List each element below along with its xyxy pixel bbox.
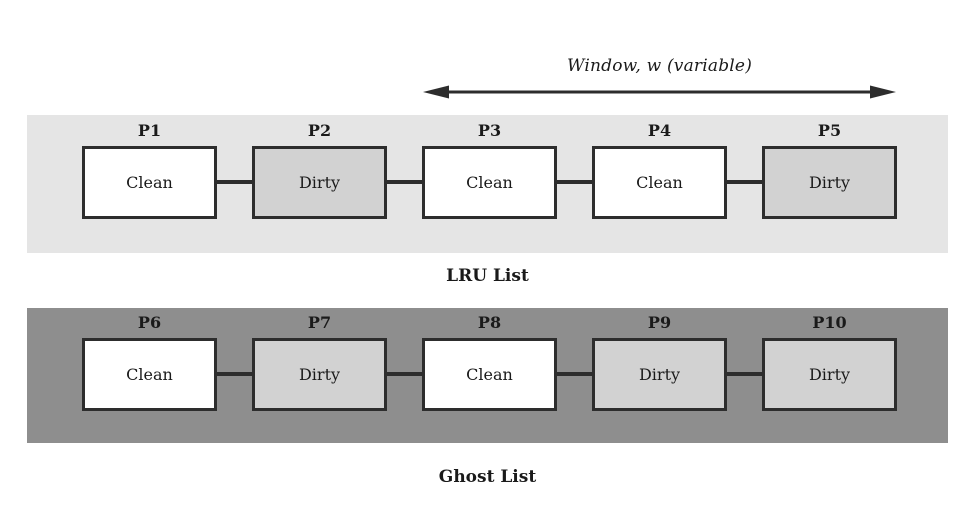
page-label: P8 xyxy=(477,313,502,332)
page-node: P3 Clean xyxy=(422,119,557,219)
lru-list-title: LRU List xyxy=(446,266,529,286)
window-label: Window, w (variable) xyxy=(566,56,753,76)
page-box: Dirty xyxy=(252,338,387,411)
page-state: Dirty xyxy=(298,365,341,384)
page-label: P9 xyxy=(647,313,672,332)
page-label: P4 xyxy=(647,121,672,140)
page-box: Clean xyxy=(82,146,217,219)
node-connector xyxy=(387,180,422,184)
page-node: P9 Dirty xyxy=(592,311,727,411)
page-node: P6 Clean xyxy=(82,311,217,411)
page-box: Clean xyxy=(422,338,557,411)
page-state: Clean xyxy=(126,365,173,384)
page-state: Dirty xyxy=(808,365,851,384)
page-state: Dirty xyxy=(298,173,341,192)
node-connector xyxy=(387,372,422,376)
node-connector xyxy=(217,372,252,376)
lru-list-band: P1 Clean P2 Dirty P3 Clean P4 Clean P5 xyxy=(27,115,948,253)
page-label: P5 xyxy=(817,121,842,140)
page-state: Clean xyxy=(126,173,173,192)
page-label: P7 xyxy=(307,313,332,332)
page-box: Clean xyxy=(422,146,557,219)
node-connector xyxy=(557,372,592,376)
page-label: P10 xyxy=(812,313,847,332)
ghost-list-title: Ghost List xyxy=(438,467,537,487)
page-state: Clean xyxy=(466,173,513,192)
page-box: Dirty xyxy=(762,146,897,219)
page-node: P5 Dirty xyxy=(762,119,897,219)
page-state: Clean xyxy=(636,173,683,192)
page-node: P7 Dirty xyxy=(252,311,387,411)
page-box: Clean xyxy=(82,338,217,411)
ghost-list-band: P6 Clean P7 Dirty P8 Clean P9 Dirty P10 xyxy=(27,308,948,443)
page-box: Dirty xyxy=(762,338,897,411)
page-node: P1 Clean xyxy=(82,119,217,219)
page-label: P3 xyxy=(477,121,502,140)
node-connector xyxy=(557,180,592,184)
page-state: Dirty xyxy=(808,173,851,192)
page-label: P2 xyxy=(307,121,332,140)
page-node: P2 Dirty xyxy=(252,119,387,219)
node-connector xyxy=(727,180,762,184)
page-state: Clean xyxy=(466,365,513,384)
page-box: Clean xyxy=(592,146,727,219)
page-box: Dirty xyxy=(252,146,387,219)
double-arrow-icon xyxy=(423,85,896,99)
page-node: P8 Clean xyxy=(422,311,557,411)
page-box: Dirty xyxy=(592,338,727,411)
page-node: P10 Dirty xyxy=(762,311,897,411)
page-label: P1 xyxy=(137,121,162,140)
page-node: P4 Clean xyxy=(592,119,727,219)
page-state: Dirty xyxy=(638,365,681,384)
page-label: P6 xyxy=(137,313,162,332)
node-connector xyxy=(217,180,252,184)
window-annotation: Window, w (variable) xyxy=(422,54,897,100)
node-connector xyxy=(727,372,762,376)
